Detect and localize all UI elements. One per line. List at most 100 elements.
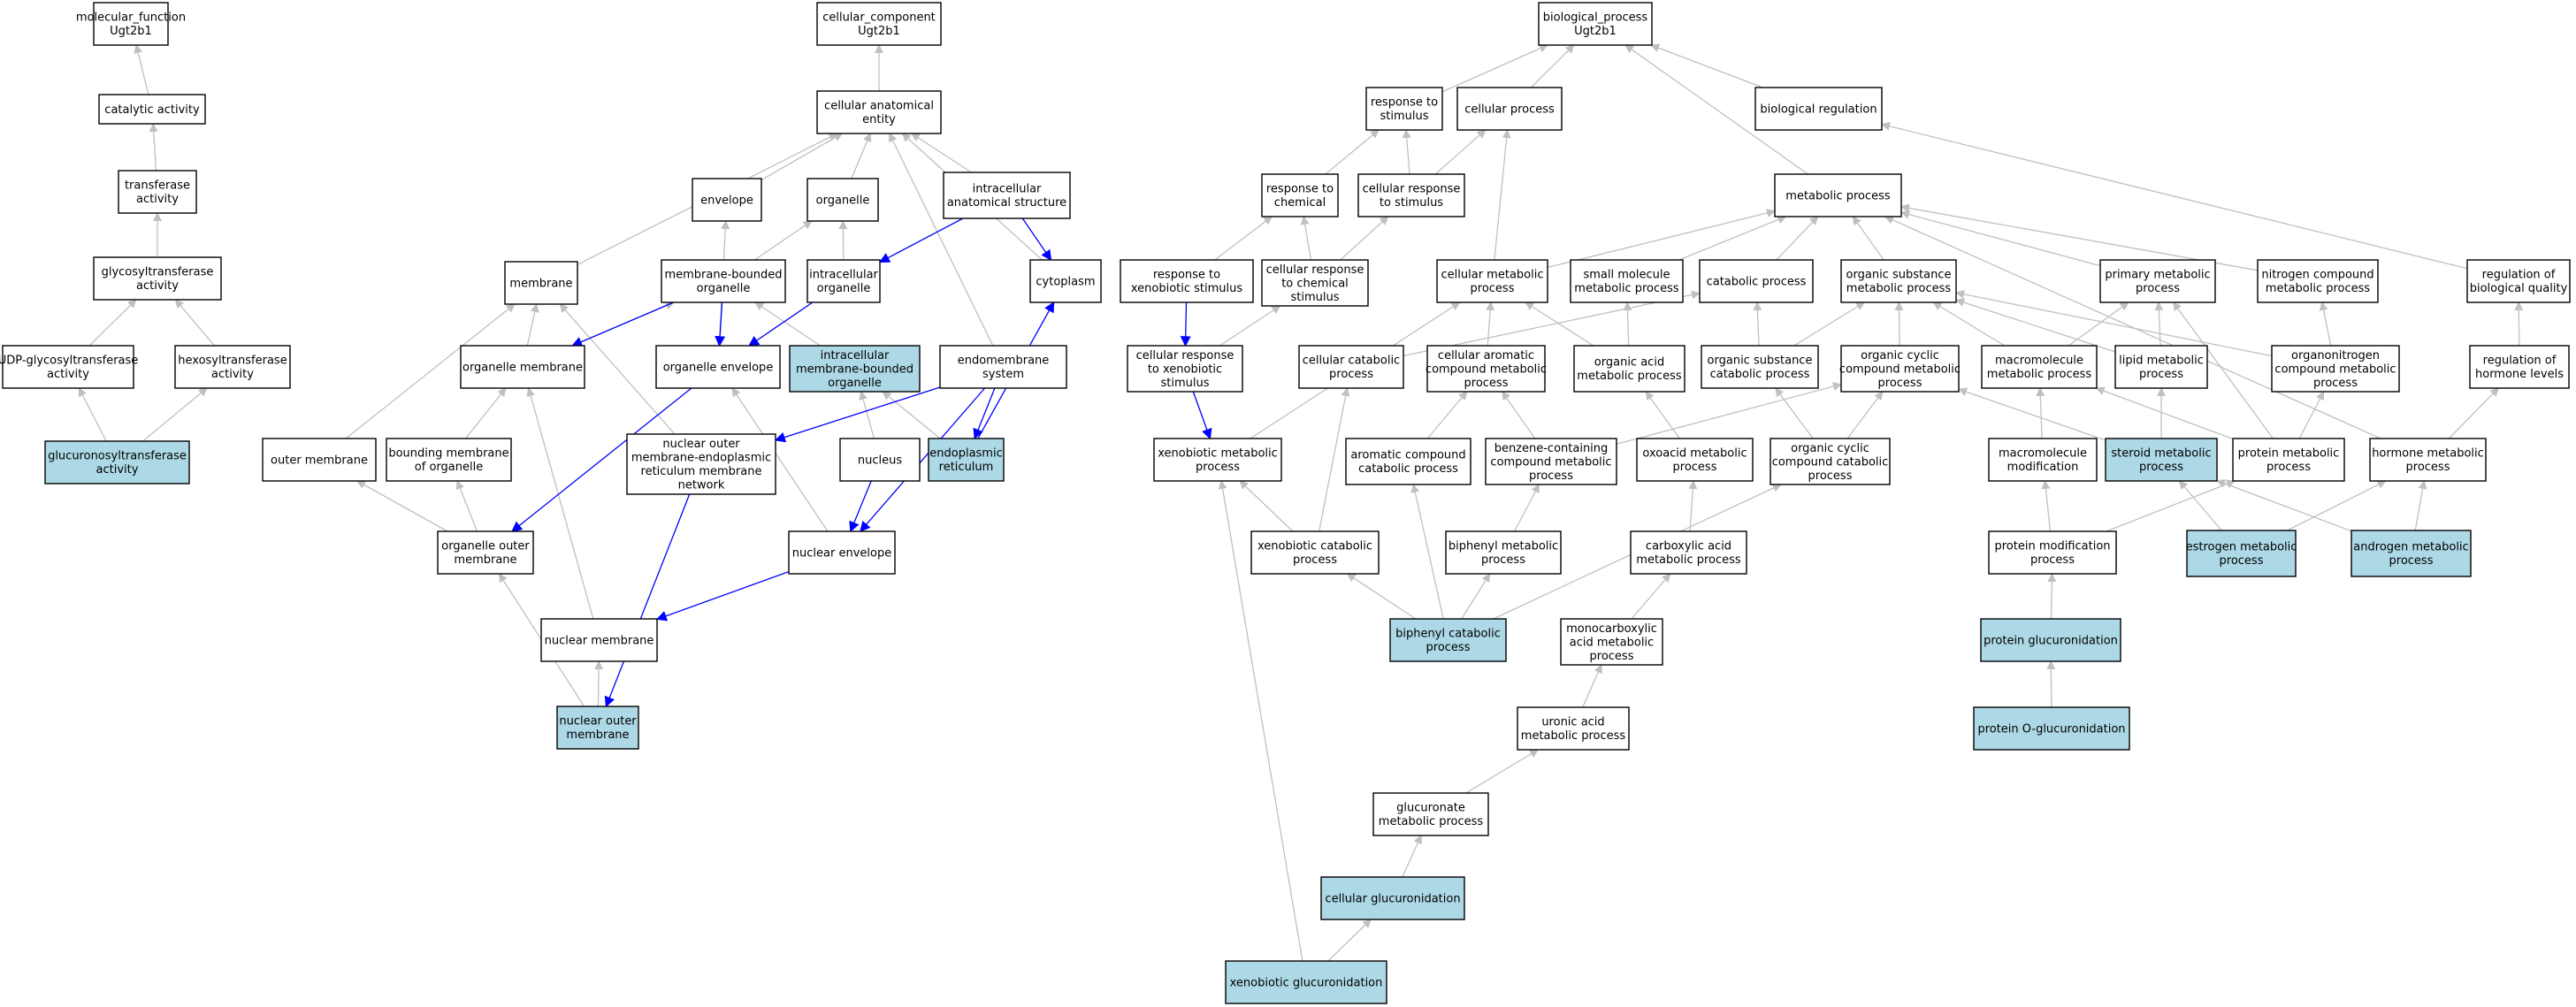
term-box [2271, 345, 2400, 393]
is-a-edge-group [1434, 129, 1487, 175]
is-a-edge [526, 387, 594, 620]
is-a-edge [134, 44, 149, 95]
is-a-edge-group [2041, 480, 2052, 532]
is-a-edge [1465, 749, 1540, 794]
term-label-line: carboxylic acid [1646, 540, 1731, 553]
is-a-edge [1325, 129, 1380, 175]
term-label-line: outer membrane [271, 454, 368, 467]
is-a-edge [911, 133, 972, 173]
term-label-line: biological quality [2470, 282, 2568, 295]
is-a-edge [2036, 387, 2045, 439]
term-node-envelope: envelope [692, 178, 762, 222]
term-label-line: membrane-bounded [664, 269, 782, 282]
is-a-edge [1624, 44, 1808, 175]
is-a-edge-group [1852, 216, 1884, 261]
term-label-line: organic substance [1846, 269, 1952, 282]
is-a-edge-group [2287, 480, 2387, 531]
is-a-edge-group [174, 299, 216, 347]
is-a-edge [2095, 386, 2234, 440]
is-a-edge-group [1623, 301, 1632, 347]
term-box [44, 440, 190, 484]
is-a-edge-group [1494, 129, 1511, 261]
term-box [1426, 345, 1546, 393]
term-label-line: cellular response [1266, 263, 1364, 277]
is-a-edge-group [1239, 480, 1294, 532]
is-a-edge-group [142, 387, 208, 442]
term-label-line: small molecule [1584, 269, 1670, 282]
term-box [1573, 345, 1685, 393]
is-a-edge-group [1340, 216, 1389, 261]
term-label-line: anatomical structure [947, 196, 1066, 210]
term-label-line: organelle membrane [462, 361, 583, 374]
term-label-line: nuclear membrane [545, 634, 654, 647]
term-box [939, 345, 1067, 389]
term-label-line: cytoplasm [1036, 275, 1095, 288]
term-label-line: entity [862, 113, 896, 126]
is-a-edge [1547, 209, 1776, 269]
term-label-line: xenobiotic catabolic [1257, 540, 1372, 553]
term-label-line: catalytic activity [104, 103, 200, 117]
is-a-edge [2448, 387, 2500, 439]
is-a-edge [1502, 391, 1536, 439]
is-a-edge [1346, 573, 1417, 620]
term-label-line: process [1464, 377, 1509, 390]
term-box [1517, 706, 1630, 751]
term-node-cg: cellular glucuronidation [1320, 876, 1465, 920]
is-a-edge [1218, 480, 1303, 962]
term-label-line: xenobiotic stimulus [1131, 282, 1243, 295]
is-a-edge [882, 391, 941, 439]
term-label-line: process [1529, 469, 1573, 483]
is-a-edge-group [911, 133, 972, 173]
is-a-edge-group [1319, 387, 1350, 532]
term-label-line: process [1481, 553, 1525, 567]
term-box [816, 90, 942, 134]
term-box [928, 438, 1005, 482]
part-of-edge-group [1180, 301, 1191, 347]
is-a-edge [761, 133, 844, 181]
term-box [1973, 706, 2130, 751]
term-label-line: compound metabolic [1490, 455, 1611, 469]
is-a-edge-group [2178, 480, 2222, 531]
term-box [1261, 259, 1369, 307]
term-label-line: process [2139, 461, 2183, 474]
is-a-edge [2298, 391, 2325, 439]
term-label-line: metabolic process [1577, 370, 1682, 383]
term-label-line: process [1808, 469, 1853, 483]
part-of-edge-group [1021, 217, 1052, 261]
term-label-line: organelle [817, 282, 871, 295]
term-box [2466, 259, 2571, 303]
is-a-edge-group [1514, 484, 1540, 532]
is-a-edge-group [593, 660, 603, 707]
term-label-line: process [1878, 377, 1922, 390]
term-label-line: process [1426, 641, 1471, 654]
term-label-line: metabolic process [1987, 368, 2092, 381]
term-label-line: organelle outer [441, 540, 530, 553]
term-label-line: biological regulation [1760, 103, 1877, 116]
is-a-edge-group [1616, 382, 1842, 445]
is-a-edge-group [149, 123, 158, 172]
part-of-edge [571, 301, 675, 347]
is-a-edge [526, 303, 539, 347]
is-a-edge-group [1327, 919, 1372, 962]
is-a-edge [1678, 215, 1787, 261]
is-a-edge-group [1214, 216, 1273, 261]
term-label-line: organic cyclic [1861, 349, 1939, 362]
term-label-line: acid metabolic [1570, 636, 1654, 649]
part-of-edge-group [655, 570, 790, 622]
term-label-line: glucuronate [1396, 802, 1465, 815]
is-a-edge [753, 220, 813, 261]
term-box [118, 170, 197, 214]
term-box [2186, 530, 2297, 577]
is-a-edge-group [1219, 305, 1281, 347]
term-label-line: membrane-endoplasmic [631, 452, 771, 465]
term-box [460, 345, 585, 389]
